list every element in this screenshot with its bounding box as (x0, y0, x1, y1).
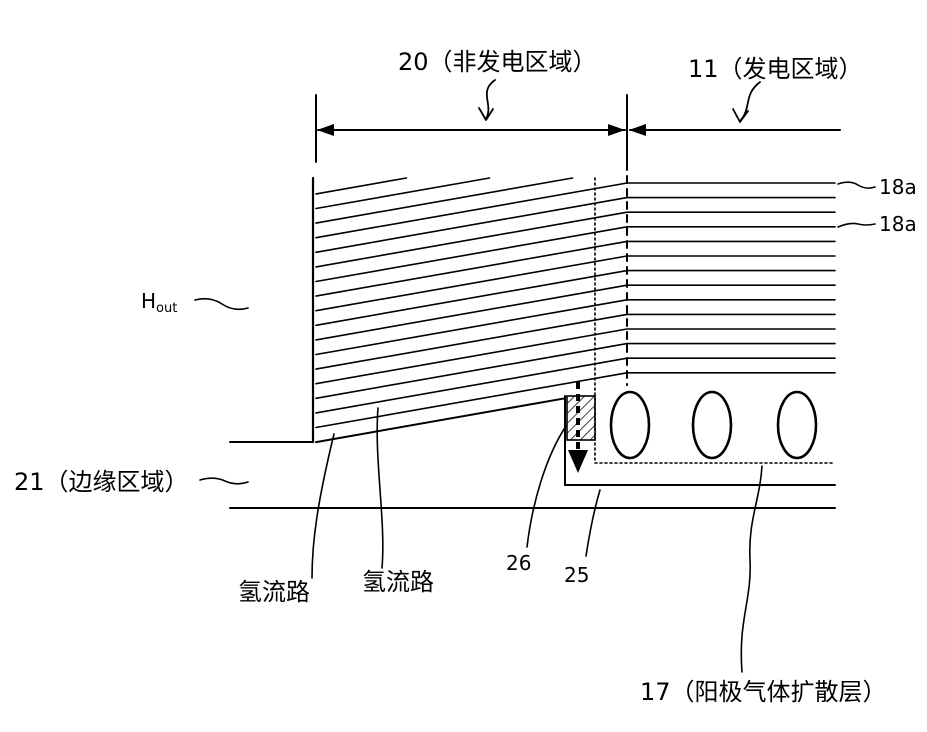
leader-anode-gdl (741, 466, 762, 672)
label-separator-18a-top: 18a (879, 175, 917, 199)
label-ref-26: 26 (506, 551, 531, 575)
hydrogen-channel-line (316, 300, 835, 355)
label-h-out-main: H (141, 289, 156, 313)
seal-member-25 (565, 396, 835, 485)
leader-hydrogen-channel-left (312, 434, 334, 578)
label-hydrogen-channel-left: 氢流路 (238, 578, 310, 606)
hydrogen-channel-line (316, 198, 835, 253)
hydrogen-channel-line (316, 271, 835, 326)
leader-hydrogen-channel-right (377, 408, 383, 568)
label-power-region: 11（发电区域） (688, 55, 863, 83)
hydrogen-channel-line (316, 329, 835, 384)
hydrogen-channel-line (316, 178, 490, 209)
leader-h-out (195, 299, 248, 310)
dimension-arrowhead-power (629, 124, 646, 136)
leader-18a-second (838, 223, 875, 227)
hydrogen-channel-line (316, 212, 835, 267)
label-separator-18a-second: 18a (879, 212, 917, 236)
label-non-power-region: 20（非发电区域） (398, 48, 597, 76)
dimension-lines (316, 95, 840, 170)
diffusion-layer-opening (611, 392, 649, 458)
label-h-out: Hout (141, 289, 177, 316)
hydrogen-channel-line (316, 178, 573, 223)
dimension-arrowhead-right (608, 124, 625, 136)
hydrogen-channel-line (316, 314, 835, 369)
pointer-power-region (740, 82, 760, 121)
label-anode-gdl: 17（阳极气体扩散层） (640, 678, 887, 706)
label-edge-region: 21（边缘区域） (14, 468, 189, 496)
hydrogen-channel-line (316, 227, 835, 282)
hydrogen-channel-line (316, 285, 835, 340)
diffusion-layer-opening (778, 392, 816, 458)
leader-25 (586, 490, 600, 556)
dimension-arrowhead-left (317, 124, 334, 136)
label-hydrogen-channel-right: 氢流路 (362, 568, 434, 596)
label-h-out-sub: out (156, 301, 177, 316)
hydrogen-channel-line (316, 241, 835, 296)
hydrogen-channel-line (316, 178, 407, 194)
label-ref-25: 25 (564, 563, 589, 587)
diffusion-layer-opening (693, 392, 731, 458)
leader-18a-top (838, 182, 875, 188)
leader-edge-region (200, 478, 248, 484)
flow-arrowhead (568, 450, 588, 473)
hydrogen-channel-line (316, 183, 835, 238)
leader-26 (527, 426, 566, 547)
hydrogen-channel-line (316, 344, 835, 399)
hydrogen-channel-line (316, 256, 835, 311)
hatched-block-26 (567, 396, 595, 440)
gas-diffusion-layer-boundary-dotted (595, 178, 835, 463)
